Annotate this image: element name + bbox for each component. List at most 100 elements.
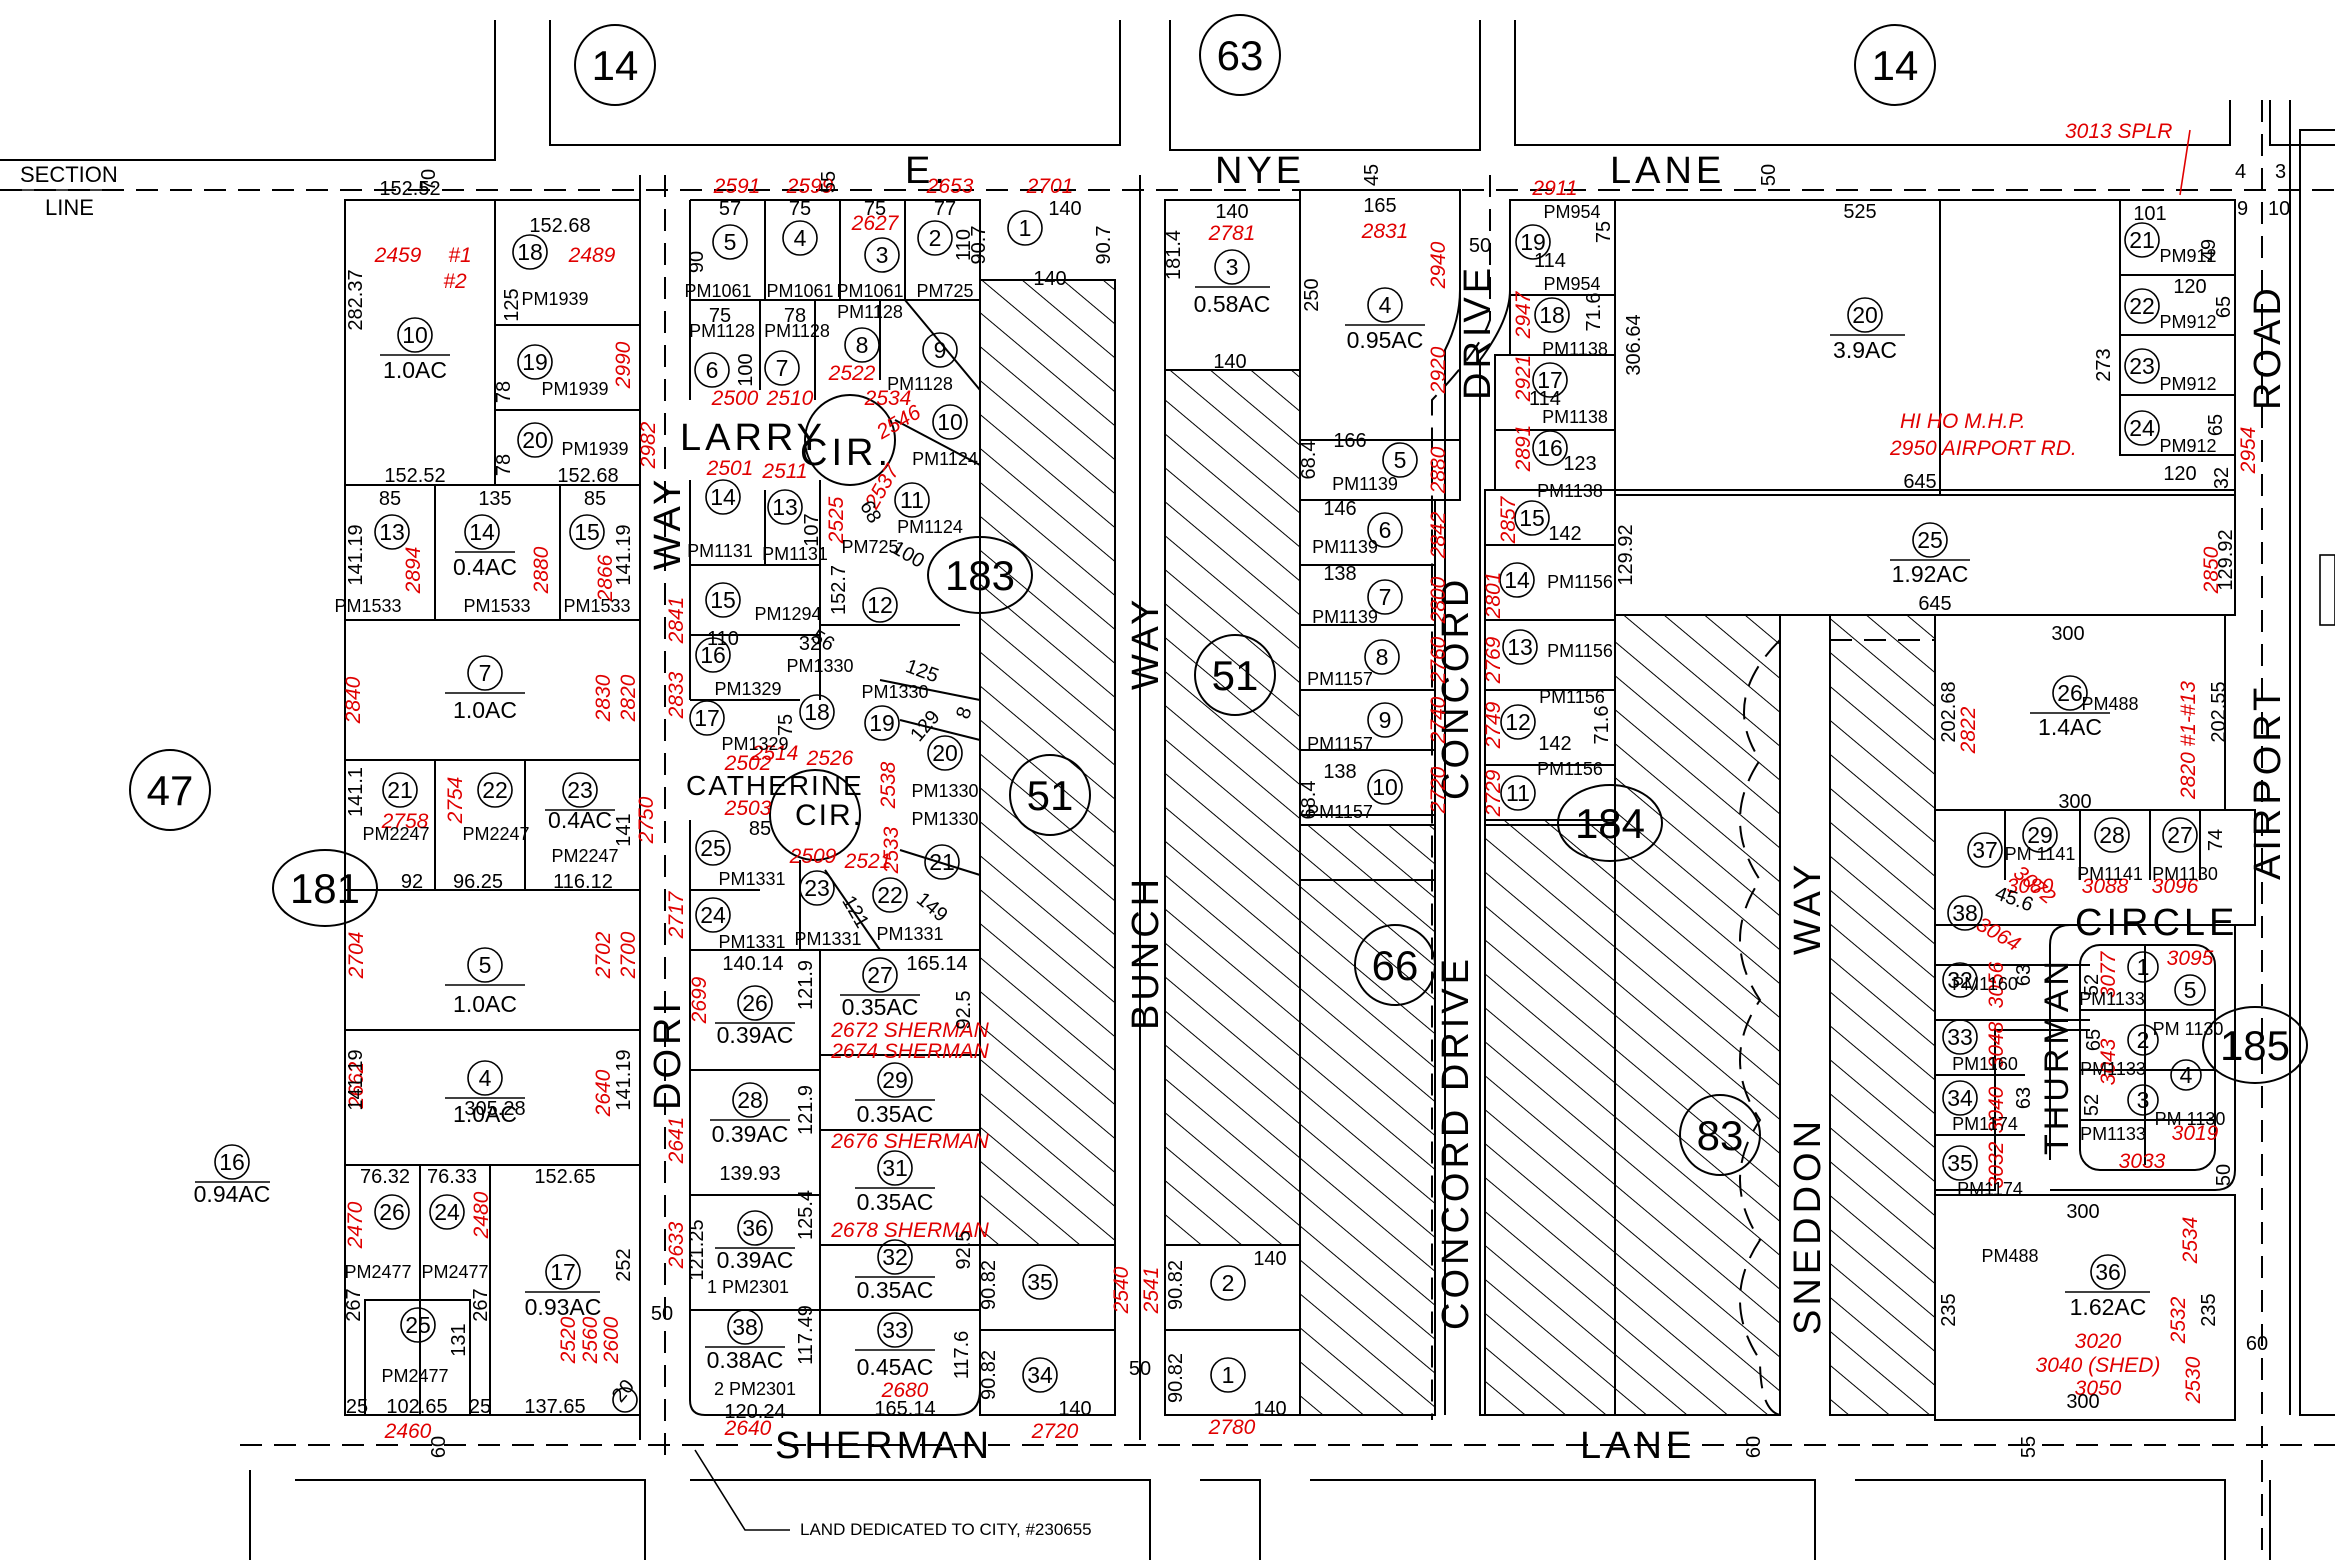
- address-label: 3064: [1972, 913, 2024, 956]
- section-corner-3: 3: [2275, 161, 2286, 183]
- lot-circle: [1502, 629, 1538, 665]
- parcel-ref: PM1330: [786, 656, 853, 676]
- lot-circle: [2052, 675, 2088, 711]
- lot-circle: [924, 844, 960, 880]
- address-label: 2800: [1427, 576, 1450, 624]
- lot-circle: [477, 772, 513, 808]
- dimension-label: 138: [1323, 563, 1356, 585]
- lot-circle: [1947, 895, 1983, 931]
- lot-circle: [1499, 562, 1535, 598]
- parcel-ref: 2 PM2301: [714, 1379, 796, 1399]
- dimension-label: 300: [2066, 1391, 2099, 1413]
- address-label: 2982: [637, 421, 660, 469]
- lot-circle: [467, 947, 503, 983]
- west-block: [344, 199, 641, 1416]
- lot-number: 15: [1519, 505, 1545, 531]
- lot-number: 6: [1379, 517, 1392, 543]
- lot-circle: [732, 1082, 768, 1118]
- lot-circle: [374, 514, 410, 550]
- lot-number: 15: [574, 519, 600, 545]
- dimension-label: 140: [1253, 1398, 1286, 1420]
- dimension-label: 120.24: [724, 1401, 785, 1423]
- lot-number: 22: [2129, 293, 2155, 319]
- dimension-label: 107: [801, 513, 823, 546]
- lot-circle: [862, 957, 898, 993]
- lot-area: 0.93AC: [525, 1294, 602, 1320]
- section-label-2: LINE: [45, 195, 94, 220]
- dimension-label: 90.7: [968, 226, 990, 265]
- curb: [1855, 1479, 2226, 1560]
- lot-circle: [1500, 775, 1536, 811]
- lot-area: 0.4AC: [548, 807, 612, 833]
- lot-circle: [844, 327, 880, 363]
- lot-number: 5: [2184, 977, 2197, 1003]
- dimension-label: 116.12: [553, 871, 613, 893]
- dimension-label: 114: [1529, 388, 1561, 410]
- lot-circle: [705, 582, 741, 618]
- address-label: 2749: [1482, 701, 1505, 749]
- lot-number: 38: [732, 1314, 758, 1340]
- address-label: 2833: [665, 671, 688, 719]
- parcel-ref: PM1939: [561, 439, 628, 459]
- lot-circle: [517, 422, 553, 458]
- street-sneddon: SNEDDON: [1787, 1117, 1829, 1335]
- lot-circle: [2127, 1084, 2159, 1116]
- address-label: 2701: [1026, 175, 1074, 198]
- address-label: 3043: [2097, 1038, 2120, 1085]
- lot-number: 9: [1379, 707, 1392, 733]
- dimension-label: 49: [2198, 239, 2220, 261]
- lot-number: 14: [469, 519, 495, 545]
- dimension-label: 149: [912, 888, 952, 926]
- address-label: 2534: [864, 387, 912, 410]
- block-51-a: 51: [1027, 772, 1074, 819]
- dimension-label: 141.19: [345, 524, 367, 585]
- dimension-label: 273: [2093, 348, 2115, 381]
- address-label: 2740: [1427, 696, 1450, 744]
- address-label: 2502: [724, 752, 772, 775]
- address-label: 2820: [617, 674, 640, 722]
- address-label: 2850: [2200, 546, 2223, 594]
- address-label: 2662: [345, 1061, 368, 1109]
- address-label: 2599: [786, 175, 834, 198]
- dimension-label: 52: [2081, 974, 2103, 996]
- dimension-label: 117.49: [795, 1305, 817, 1365]
- address-label: 2840: [342, 676, 365, 724]
- parcel-ref: PM1331: [718, 869, 785, 889]
- lot-area: 1.62AC: [2070, 1294, 2147, 1320]
- address-label: 2720: [1427, 766, 1450, 814]
- address-label: 2633: [665, 1221, 688, 1269]
- lot-circle: [705, 479, 741, 515]
- lot-circle: [877, 1312, 913, 1348]
- lot-circle: [467, 655, 503, 691]
- lot-area: 0.35AC: [857, 1101, 934, 1127]
- dimension-label: 50: [1129, 1358, 1151, 1380]
- lot-circle: [927, 735, 963, 771]
- larry-cul-de-sac: [804, 394, 896, 486]
- lot-circle: [2094, 817, 2130, 853]
- dimension-label: 50: [1758, 164, 1780, 186]
- lot-number: 27: [867, 962, 893, 988]
- dimension-label: 52: [2081, 1094, 2103, 1116]
- address-label: 2530: [2182, 1356, 2205, 1404]
- lot-number: 25: [700, 835, 726, 861]
- lot-number: 13: [379, 519, 405, 545]
- dimension-label: 131: [448, 1323, 470, 1356]
- dimension-label: 90.82: [978, 1350, 1000, 1400]
- dimension-label: 141.19: [613, 524, 635, 585]
- lot-circle: [695, 830, 731, 866]
- lot-number: 9: [934, 337, 947, 363]
- address-label: 2894: [402, 547, 425, 595]
- dimension-label: 152.68: [529, 215, 590, 237]
- dimension-label: 25: [469, 1396, 491, 1418]
- lot-area: 1.92AC: [1892, 561, 1969, 587]
- street-dori-way: WAY: [647, 476, 689, 570]
- dimension-label: 138: [1323, 761, 1356, 783]
- dimension-label: 75: [1593, 221, 1615, 243]
- dimension-label: 146: [1323, 498, 1356, 520]
- lot-circle: [2090, 1254, 2126, 1290]
- lot-number: 13: [772, 494, 798, 520]
- dimension-label: 282.37: [345, 269, 367, 330]
- lot-circle: [2127, 951, 2159, 983]
- address-label: 2653: [926, 175, 974, 198]
- dimension-label: 90: [686, 251, 708, 273]
